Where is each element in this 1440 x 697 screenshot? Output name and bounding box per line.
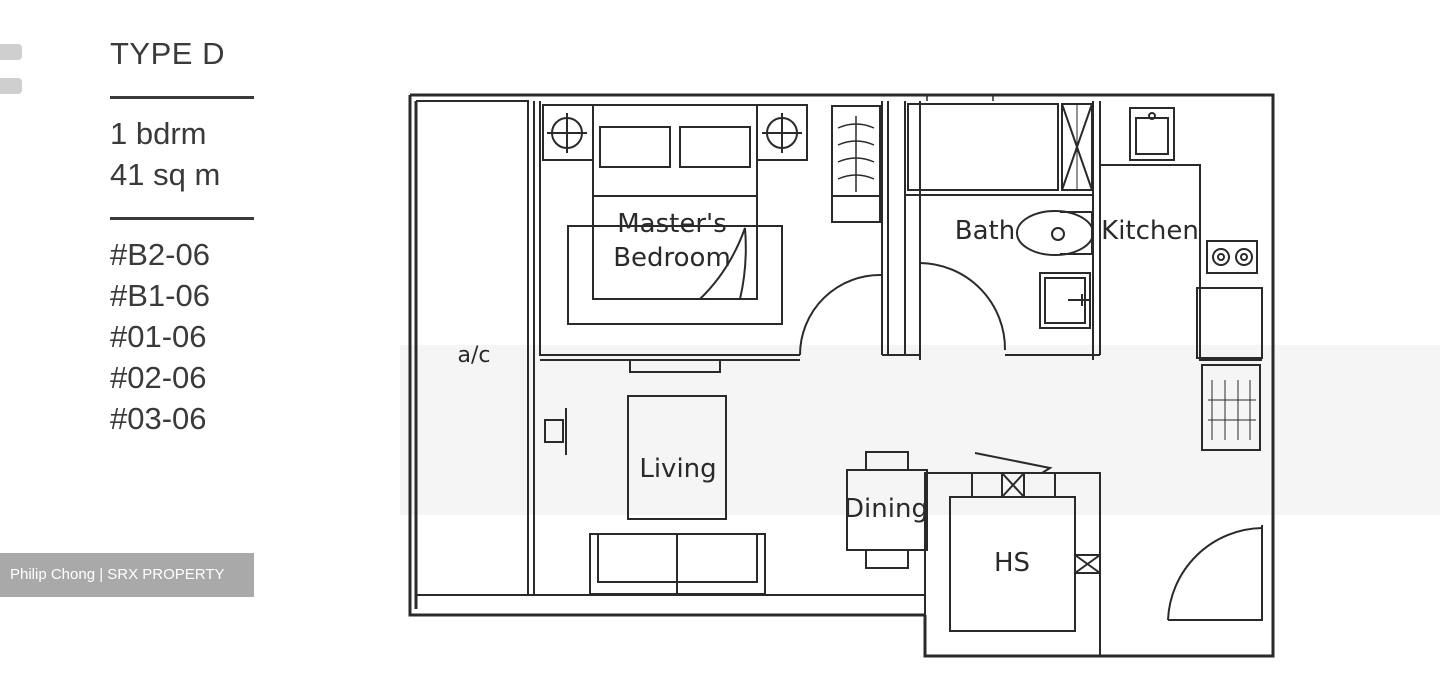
room-label-ac: a/c [458, 343, 491, 368]
unit-info-panel: TYPE D 1 bdrm 41 sq m #B2-06 #B1-06 #01-… [110, 34, 270, 439]
room-label-master-bedroom-line1: Master's [617, 209, 726, 239]
bath-fixtures [907, 103, 1094, 329]
divider-top [110, 96, 254, 99]
kitchen-fixtures [1100, 107, 1263, 451]
windows [926, 95, 994, 101]
tv-console [629, 359, 721, 373]
unit-number: #03-06 [110, 401, 207, 436]
room-label-dining: Dining [844, 494, 928, 524]
unit-number-list: #B2-06 #B1-06 #01-06 #02-06 #03-06 [110, 234, 270, 439]
room-label-hs: HS [994, 548, 1030, 578]
living-furniture [544, 395, 766, 595]
unit-number: #B1-06 [110, 278, 210, 313]
unit-type-title: TYPE D [110, 36, 225, 71]
room-label-kitchen: Kitchen [1101, 216, 1199, 246]
unit-number: #02-06 [110, 360, 207, 395]
unit-area: 41 sq m [110, 157, 221, 192]
bedroom-count: 1 bdrm [110, 116, 207, 151]
room-label-bath: Bath [955, 216, 1015, 246]
watermark-band [400, 345, 1440, 515]
wardrobe [831, 105, 881, 223]
divider-bottom [110, 217, 254, 220]
room-label-living: Living [639, 454, 716, 484]
room-label-master-bedroom-line2: Bedroom [613, 243, 731, 273]
entrance-door [1167, 525, 1263, 621]
bedroom-door [799, 263, 883, 356]
bed [542, 104, 808, 325]
corner-marks [0, 44, 24, 102]
watermark-badge: Philip Chong | SRX PROPERTY [0, 553, 254, 597]
unit-number: #01-06 [110, 319, 207, 354]
dining-furniture [846, 451, 928, 569]
unit-number: #B2-06 [110, 237, 210, 272]
household-shelter [924, 452, 1101, 657]
room-labels: Master's Bedroom Bath Kitchen Living Din… [458, 209, 1199, 578]
corner-mark-top [0, 44, 22, 60]
master-bedroom-walls [539, 101, 921, 361]
corner-mark-bottom [0, 78, 22, 94]
